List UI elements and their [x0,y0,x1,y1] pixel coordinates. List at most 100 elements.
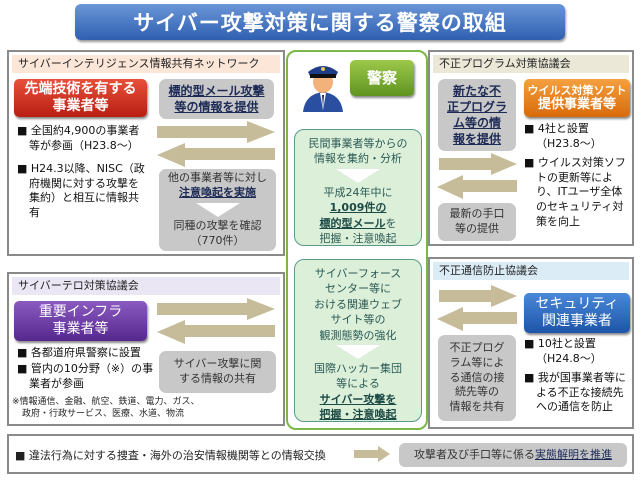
police-officer-icon [303,66,343,112]
alert-box: 他の事業者等に対し注意喚起を実施 同種の攻撃を確認（770件） [159,169,276,251]
share-line: ム等の情 [452,116,501,130]
emphasis-line: 把握・注意喚起 [319,408,397,422]
right-arrow-icon [354,446,390,462]
share-line: サイバー攻撃に関 [173,357,262,371]
down-arrow-icon [336,168,380,183]
sector-note: ※情報通信、金融、航空、鉄道、電力、ガス、政府・行政サービス、医療、水道、物流 [12,396,200,420]
entity-line: 提供事業者等 [537,96,616,112]
share-line: 等の情報を提供 [174,100,259,114]
text-line: おける関連ウェブ [314,297,402,311]
share-line: 標的型メール攻撃 [168,83,265,98]
exchange-arrows-icon [157,298,275,344]
bullet: ■ 4社と設置（H23.8～） [524,122,602,150]
bullet: ■ 10社と設置（H24.8～） [524,337,602,365]
bullet-text: 違法行為に対する捜査・海外の治安情報機関等との情報交換 [28,449,326,462]
investigation-text: ■ 違法行為に対する捜査・海外の治安情報機関等との情報交換 [15,449,326,462]
share-info-box: サイバー攻撃に関する情報の共有 [159,351,276,393]
receive-line: 最新の手口 [449,207,505,221]
share-line: 正プログラ [446,99,507,114]
share-info-box: 不正プログラム等による通信の接続先等の情報を共有 [438,335,516,421]
page-title: サイバー攻撃対策に関する警察の取組 [75,4,565,40]
bullet: ■ ウイルス対策ソフトの更新等により、ITユーザ全体のセキュリティ対策を向上 [524,155,626,229]
alert-emphasis: 注意喚起を実施 [179,186,256,200]
down-arrow-icon [336,344,380,359]
pill-emphasis: 実態解明を推進 [535,447,612,461]
malware-council-panel: 不正プログラム対策協議会 新たな不正プログラム等の情報を提供 ウイルス対策ソフト… [428,50,634,246]
bullet: ■ H24.3以降、NISC（政府機関に対する攻撃を集約）と相互に情報共有 [17,161,145,220]
exchange-arrows-icon [437,285,517,331]
panel-header: 不正通信防止協議会 [433,262,629,280]
bullet: ■ 我が国事業者等による不正な接続先への通信を防止 [524,370,626,414]
latest-methods-box: 最新の手口等の提供 [438,203,516,241]
entity-line: 事業者等 [52,321,109,337]
panel-header: サイバーインテリジェンス情報共有ネットワーク [12,55,280,73]
text-line: サイト等の [330,313,386,327]
security-vendors-box: セキュリティ関連事業者 [524,293,630,333]
share-line: 続先等の [455,385,499,399]
bullet-text: 全国約4,900の事業者等が参画（H23.8～） [29,124,140,152]
entity-line: セキュリティ [535,296,619,313]
bullet-text: 管内の10分野（※）の事業者が参画 [29,361,154,390]
text-line: 民間事業者等からの [308,137,408,150]
down-arrow-icon [195,203,240,217]
share-line: ラム等によ [449,355,505,369]
bullet-text: 各都道府県警察に設置 [30,346,141,359]
analysis-box: 民間事業者等からの情報を集約・分析 平成24年中に 1,009件の 標的型メール… [294,129,422,246]
bullet: ■ 全国約4,900の事業者等が参画（H23.8～） [17,124,140,152]
panel-header: 不正プログラム対策協議会 [433,55,629,73]
text-line: 等による [336,377,380,391]
exchange-arrows-icon [437,153,517,199]
share-line: 報を提供 [452,132,501,147]
entity-line: 関連事業者 [542,313,612,329]
analysis-pill: 攻撃者及び手口等に係る実態解明を推進 [399,443,627,467]
emphasis-line: 標的型メール [319,216,386,230]
bullet-text: ウイルス対策ソフトの更新等により、ITユーザ全体のセキュリティ対策を向上 [536,155,626,229]
exchange-arrows-icon [157,121,275,167]
bullet-text: H24.3以降、NISC（政府機関に対する攻撃を集約）と相互に情報共有 [29,161,145,220]
bullet: ■ 管内の10分野（※）の事業者が参画 [17,361,154,390]
entity-line: 重要インフラ [38,304,123,321]
cyber-terror-panel: サイバーテロ対策協議会 重要インフラ事業者等 ■ 各都道府県警察に設置 ■ 管内… [7,272,285,426]
new-malware-info-box: 新たな不正プログラム等の情報を提供 [438,79,516,151]
observation-box: サイバーフォースセンター等に おける関連ウェブサイト等の 観測態勢の強化 国際ハ… [294,259,422,422]
note-line: ※情報通信、金融、航空、鉄道、電力、ガス、 [12,397,200,407]
critical-infra-box: 重要インフラ事業者等 [14,301,147,341]
share-line: する情報の共有 [179,372,256,385]
entity-line: ウイルス対策ソフト [527,83,627,97]
entity-line: 先端技術を有する [24,81,137,98]
police-panel: 警察 民間事業者等からの情報を集約・分析 平成24年中に 1,009件の 標的型… [286,50,428,430]
share-line: 情報を共有 [449,400,505,414]
bullet-text: 我が国事業者等による不正な接続先への通信を防止 [536,370,626,414]
alert-text: 他の事業者等に対し [168,171,267,185]
text-line: を [385,216,397,230]
panel-header: サイバーテロ対策協議会 [12,277,280,295]
share-line: る通信の接 [449,370,505,384]
text-line: 把握・注意喚起 [319,231,397,245]
text-line: 情報を集約・分析 [314,152,402,166]
text-line: 平成24年中に [323,185,393,199]
bullet-list: ■ 全国約4,900の事業者等が参画（H23.8～） ■ H24.3以降、NIS… [17,124,147,225]
share-line: 新たな不 [452,83,501,98]
bullet: ■ 各都道府県警察に設置 [17,346,141,359]
receive-line: 等の提供 [455,222,499,235]
pill-text: 攻撃者及び手口等に係る [414,447,535,461]
text-line: サイバーフォース [314,267,402,280]
bullet-list: ■ 各都道府県警察に設置 ■ 管内の10分野（※）の事業者が参画 [17,346,157,396]
emphasis-line: 1,009件の [329,201,387,215]
text-line: 国際ハッカー集団 [314,361,402,375]
advanced-tech-companies-box: 先端技術を有する事業者等 [14,79,147,117]
antivirus-vendors-box: ウイルス対策ソフト提供事業者等 [524,79,630,117]
illegal-comm-panel: 不正通信防止協議会 セキュリティ関連事業者 ■ 10社と設置（H24.8～） ■… [428,257,634,429]
bullet-list: ■ 10社と設置（H24.8～） ■ 我が国事業者等による不正な接続先への通信を… [524,337,630,419]
investigation-bar: ■ 違法行為に対する捜査・海外の治安情報機関等との情報交換 攻撃者及び手口等に係… [7,434,634,474]
bullet-text: 10社と設置（H24.8～） [536,337,602,365]
confirm-text: 同種の攻撃を確認 [173,219,262,232]
count-text: （770件） [190,233,245,247]
share-info-box: 標的型メール攻撃等の情報を提供 [159,79,274,119]
bullet-list: ■ 4社と設置（H23.8～） ■ ウイルス対策ソフトの更新等により、ITユーザ… [524,122,630,234]
cyber-intelligence-panel: サイバーインテリジェンス情報共有ネットワーク 先端技術を有する事業者等 標的型メ… [7,50,285,256]
text-line: 観測態勢の強化 [319,328,397,342]
police-label: 警察 [350,60,414,96]
bullet-text: 4社と設置（H23.8～） [536,122,602,150]
text-line: センター等に [325,282,391,296]
